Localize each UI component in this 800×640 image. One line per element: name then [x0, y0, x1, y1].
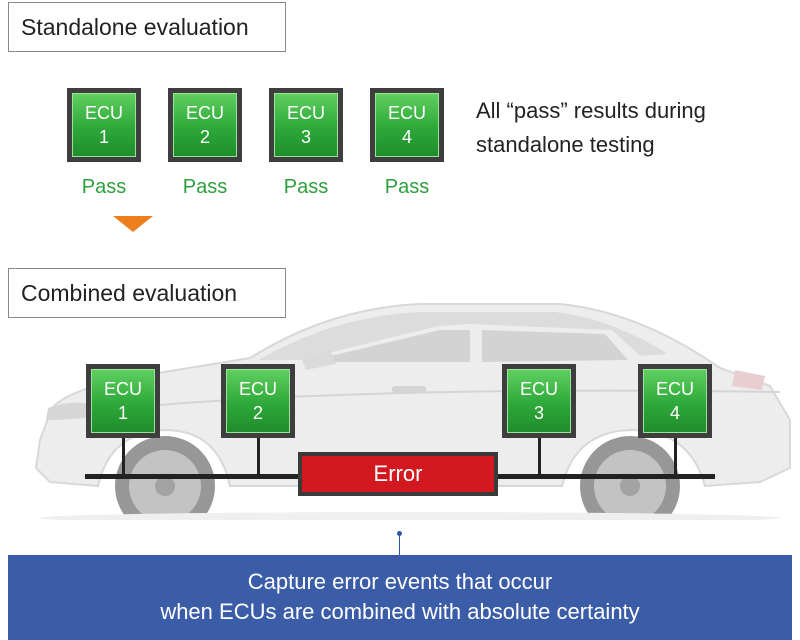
standalone-ecu-4: ECU 4 [370, 88, 444, 162]
standalone-ecu-3: ECU 3 [269, 88, 343, 162]
ecu-number: 1 [117, 403, 128, 423]
callout-line [399, 533, 400, 555]
arrow-down-icon [113, 216, 153, 232]
bus-connector-2 [257, 438, 260, 476]
ecu-number: 4 [401, 127, 412, 147]
ecu-label: ECU [519, 379, 558, 399]
pass-result-3: Pass [283, 176, 329, 198]
standalone-ecu-2: ECU 2 [168, 88, 242, 162]
ecu-number: 2 [199, 127, 210, 147]
ecu-number: 2 [252, 403, 263, 423]
bus-connector-3 [538, 438, 541, 476]
ecu-label: ECU [103, 379, 142, 399]
ecu-number: 1 [98, 127, 109, 147]
ecu-number: 3 [300, 127, 311, 147]
ecu-label: ECU [238, 379, 277, 399]
banner-line-2: when ECUs are combined with absolute cer… [160, 599, 640, 624]
bus-connector-1 [122, 438, 125, 476]
bus-connector-4 [674, 438, 677, 476]
combined-ecu-4: ECU 4 [638, 364, 712, 438]
pass-result-1: Pass [81, 176, 127, 198]
ecu-number: 3 [533, 403, 544, 423]
pass-result-2: Pass [182, 176, 228, 198]
combined-ecu-3: ECU 3 [502, 364, 576, 438]
ecu-label: ECU [655, 379, 694, 399]
combined-ecu-2: ECU 2 [221, 364, 295, 438]
summary-banner: Capture error events that occur when ECU… [8, 555, 792, 640]
ecu-label: ECU [286, 103, 325, 123]
ecu-label: ECU [387, 103, 426, 123]
car-illustration [34, 303, 791, 520]
error-label: Error [302, 456, 494, 492]
ecu-label: ECU [84, 103, 123, 123]
callout-dot [397, 531, 402, 536]
standalone-note: All “pass” results during standalone tes… [476, 98, 706, 157]
ecu-number: 4 [669, 403, 680, 423]
combined-ecu-1: ECU 1 [86, 364, 160, 438]
combined-evaluation-label: Combined evaluation [8, 268, 286, 318]
error-indicator: Error [298, 452, 498, 496]
standalone-evaluation-label: Standalone evaluation [8, 2, 286, 52]
standalone-ecu-1: ECU 1 [67, 88, 141, 162]
pass-result-4: Pass [384, 176, 430, 198]
banner-line-1: Capture error events that occur [247, 569, 553, 594]
ecu-label: ECU [185, 103, 224, 123]
